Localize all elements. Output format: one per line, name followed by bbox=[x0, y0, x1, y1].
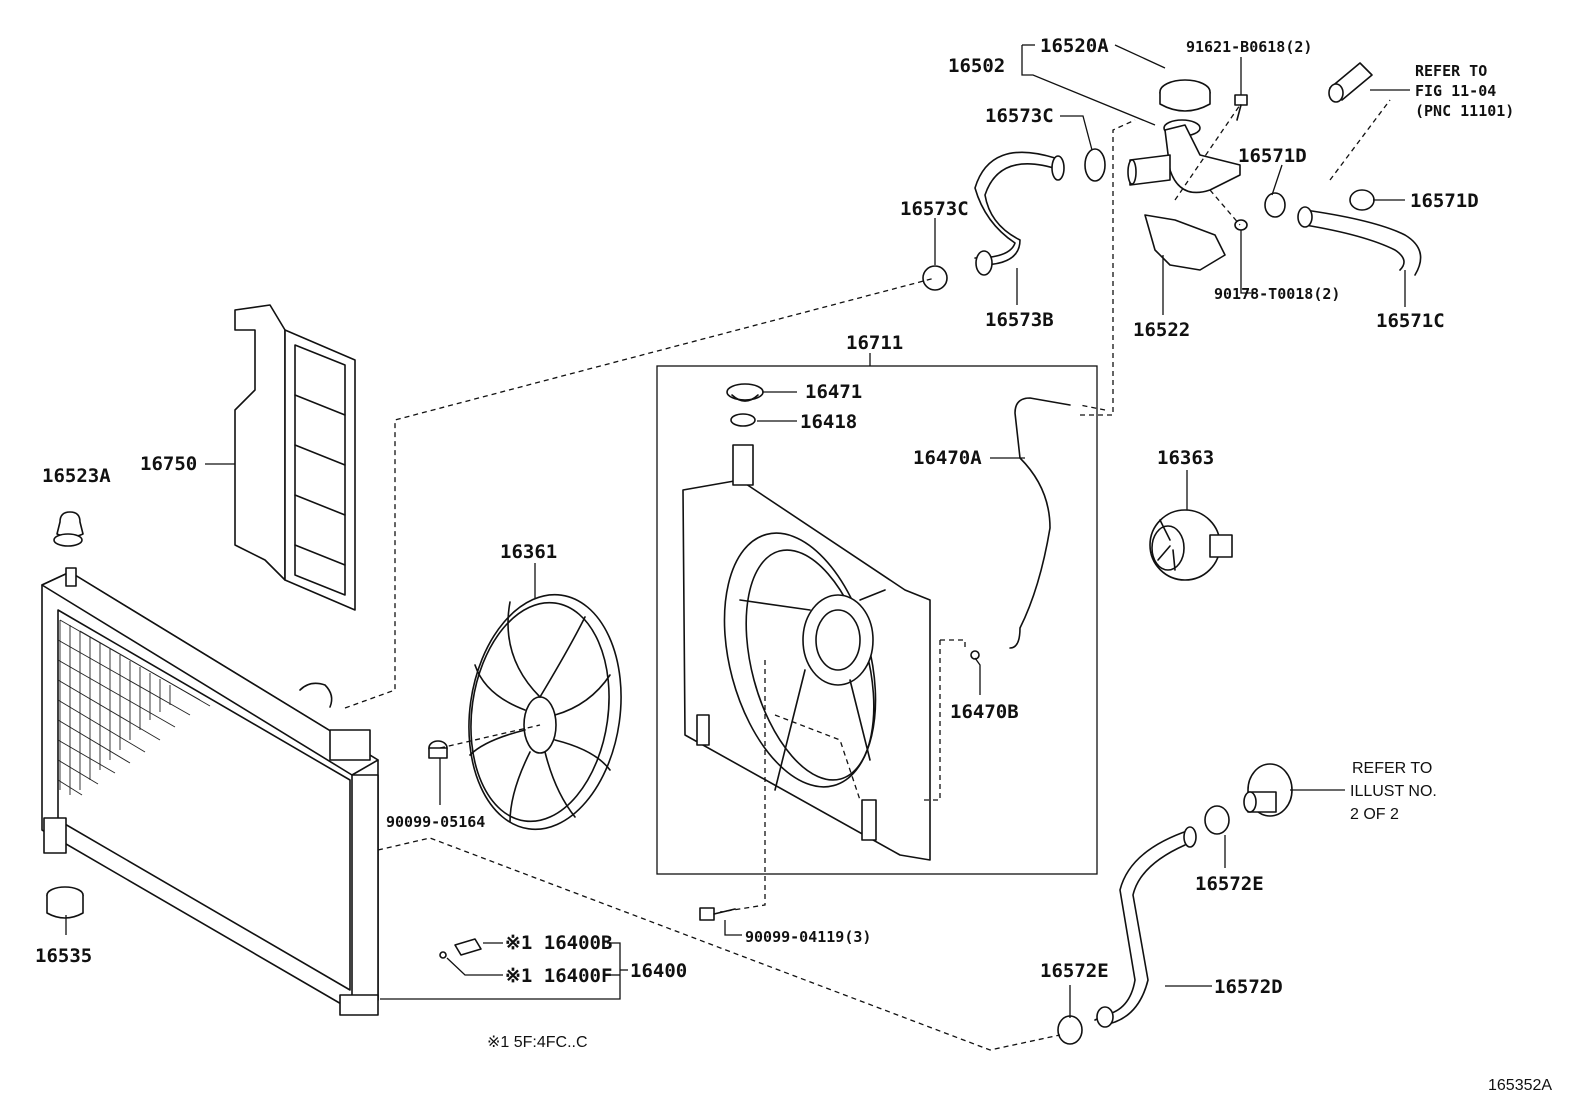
hose-clamp-16572e-right bbox=[1204, 805, 1230, 835]
label-16471: 16471 bbox=[805, 381, 862, 403]
label-16711: 16711 bbox=[846, 332, 903, 354]
label-refer-illust-line3: 2 OF 2 bbox=[1350, 806, 1399, 823]
label-refer-illust-line1: REFER TO bbox=[1352, 760, 1432, 777]
label-90099-04119: 90099-04119(3) bbox=[745, 928, 871, 946]
upper-hose bbox=[979, 163, 1061, 266]
label-16523a: 16523A bbox=[42, 465, 111, 487]
label-16572e-right: 16572E bbox=[1195, 873, 1264, 895]
label-16520a: 16520A bbox=[1040, 35, 1109, 57]
fan-shroud bbox=[682, 444, 931, 861]
label-refer-fig-line1: REFER TO bbox=[1415, 62, 1487, 80]
cooling-fan bbox=[468, 593, 622, 831]
radiator-lower-cushion bbox=[46, 886, 84, 919]
radiator-core-hatching bbox=[57, 619, 211, 796]
label-16522: 16522 bbox=[1133, 319, 1190, 341]
label-16470b: 16470B bbox=[950, 701, 1019, 723]
footnote: ※1 5F:4FC..C bbox=[487, 1034, 588, 1051]
label-refer-illust-line2: ILLUST NO. bbox=[1350, 783, 1437, 800]
shroud-assembly-box bbox=[656, 365, 1098, 875]
label-16400: 16400 bbox=[630, 960, 687, 982]
label-16535: 16535 bbox=[35, 945, 92, 967]
radiator-assembly bbox=[41, 567, 379, 1016]
shroud-bolt bbox=[699, 907, 736, 921]
bracket-bolt bbox=[1234, 219, 1248, 231]
label-16363: 16363 bbox=[1157, 447, 1214, 469]
label-90099-05164: 90099-05164 bbox=[386, 813, 485, 831]
guide-lines bbox=[344, 99, 1391, 1051]
label-16750: 16750 bbox=[140, 453, 197, 475]
label-16418: 16418 bbox=[800, 411, 857, 433]
reservoir-cap bbox=[726, 383, 764, 402]
hose-clamp-upper bbox=[1084, 148, 1106, 182]
label-16571c: 16571C bbox=[1376, 310, 1445, 332]
fan-motor bbox=[1149, 509, 1233, 581]
hose-clip bbox=[970, 650, 980, 660]
filler-neck bbox=[1127, 119, 1241, 194]
hose-clamp-16571d-right bbox=[1349, 189, 1375, 211]
label-16572e-bottom: 16572E bbox=[1040, 960, 1109, 982]
label-16573c-top: 16573C bbox=[985, 105, 1054, 127]
label-refer-fig-line2: FIG 11-04 bbox=[1415, 82, 1496, 100]
hose-clamp-16572e-bottom bbox=[1057, 1015, 1083, 1045]
filler-bracket bbox=[1144, 214, 1226, 271]
label-16571d-left: 16571D bbox=[1238, 145, 1307, 167]
drain-cock bbox=[439, 938, 482, 959]
label-16502: 16502 bbox=[948, 55, 1005, 77]
label-refer-fig-line3: (PNC 11101) bbox=[1415, 102, 1514, 120]
label-91621-b0618: 91621-B0618(2) bbox=[1186, 38, 1312, 56]
label-90178-t0018: 90178-T0018(2) bbox=[1214, 285, 1340, 303]
label-16573b: 16573B bbox=[985, 309, 1054, 331]
hose-clamp-left bbox=[922, 265, 948, 291]
figure-id: 165352A bbox=[1488, 1077, 1552, 1094]
hose-clamp-16571d-left bbox=[1264, 192, 1286, 218]
lower-hose bbox=[1094, 829, 1191, 1021]
label-16361: 16361 bbox=[500, 541, 557, 563]
label-16573c-left: 16573C bbox=[900, 198, 969, 220]
radiator-upper-cushion bbox=[53, 511, 84, 547]
label-16572d: 16572D bbox=[1214, 976, 1283, 998]
filler-bolt bbox=[1234, 94, 1248, 121]
radiator-cap bbox=[1159, 79, 1211, 112]
fan-nut bbox=[428, 740, 448, 759]
leader-lines bbox=[65, 44, 1410, 1018]
air-guide-panel bbox=[234, 304, 356, 611]
label-16470a: 16470A bbox=[913, 447, 982, 469]
reservoir-hose bbox=[1009, 397, 1071, 649]
label-16400b: ※1 16400B bbox=[505, 932, 612, 954]
o-ring bbox=[730, 413, 756, 427]
label-16571d-right: 16571D bbox=[1410, 190, 1479, 212]
label-16400f: ※1 16400F bbox=[505, 965, 612, 987]
thermostat-housing bbox=[1243, 763, 1293, 817]
reservoir-to-neck-hose bbox=[1304, 209, 1422, 276]
